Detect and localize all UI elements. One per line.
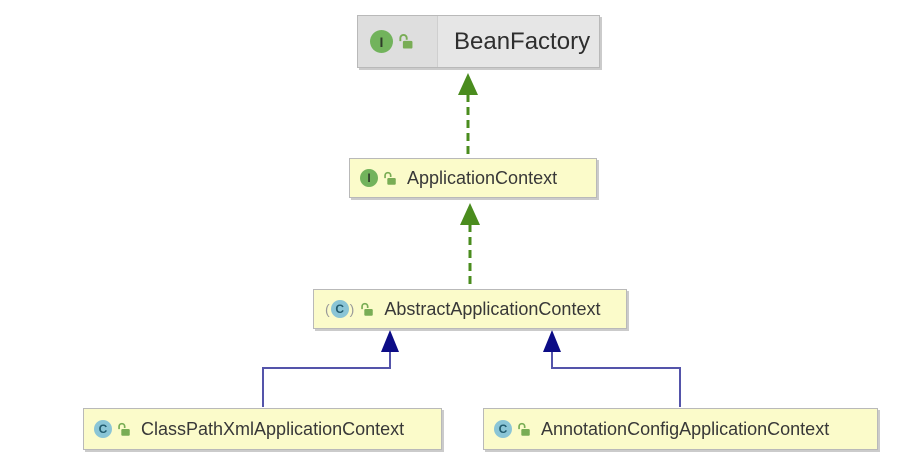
node-icon-cell: I <box>358 16 438 67</box>
unlocked-icon <box>384 171 396 185</box>
unlocked-icon <box>518 422 530 436</box>
class-name-label: ClassPathXmlApplicationContext <box>141 418 405 439</box>
abstract-class-icon: C <box>330 300 349 318</box>
class-node-classpathxmlapplicationcontext[interactable]: C ClassPathXmlApplicationContext <box>83 408 442 450</box>
node-icon-cell: ( C ) <box>314 300 375 318</box>
interface-icon: I <box>370 30 393 53</box>
class-icon: C <box>94 420 112 438</box>
abstract-paren: ( <box>325 301 330 317</box>
interface-icon: I <box>360 169 378 187</box>
unlocked-icon <box>118 422 130 436</box>
class-node-beanfactory[interactable]: I BeanFactory <box>357 15 600 68</box>
implements-edge-applicationcontext-beanfactory <box>458 73 478 155</box>
node-icon-cell: C <box>484 420 532 438</box>
class-icon: C <box>494 420 512 438</box>
unlocked-icon <box>361 302 374 316</box>
extends-edge-annotationconfigapplicationcontext-abstractapplicationcontext <box>543 330 681 407</box>
class-name-label: BeanFactory <box>454 27 591 55</box>
class-name-label: AnnotationConfigApplicationContext <box>541 418 830 439</box>
unlocked-icon <box>399 34 413 49</box>
node-icon-cell: I <box>350 169 398 187</box>
class-name-label: ApplicationContext <box>407 167 558 188</box>
class-name-label: AbstractApplicationContext <box>384 298 601 319</box>
implements-edge-abstractapplicationcontext-applicationcontext <box>460 203 480 286</box>
abstract-paren: ) <box>349 301 355 317</box>
class-node-applicationcontext[interactable]: I ApplicationContext <box>349 158 597 198</box>
class-node-annotationconfigapplicationcontext[interactable]: C AnnotationConfigApplicationContext <box>483 408 878 450</box>
extends-edge-classpathxmlapplicationcontext-abstractapplicationcontext <box>262 330 399 407</box>
node-icon-cell: C <box>84 420 132 438</box>
class-node-abstractapplicationcontext[interactable]: ( C ) AbstractApplicationContext <box>313 289 627 329</box>
